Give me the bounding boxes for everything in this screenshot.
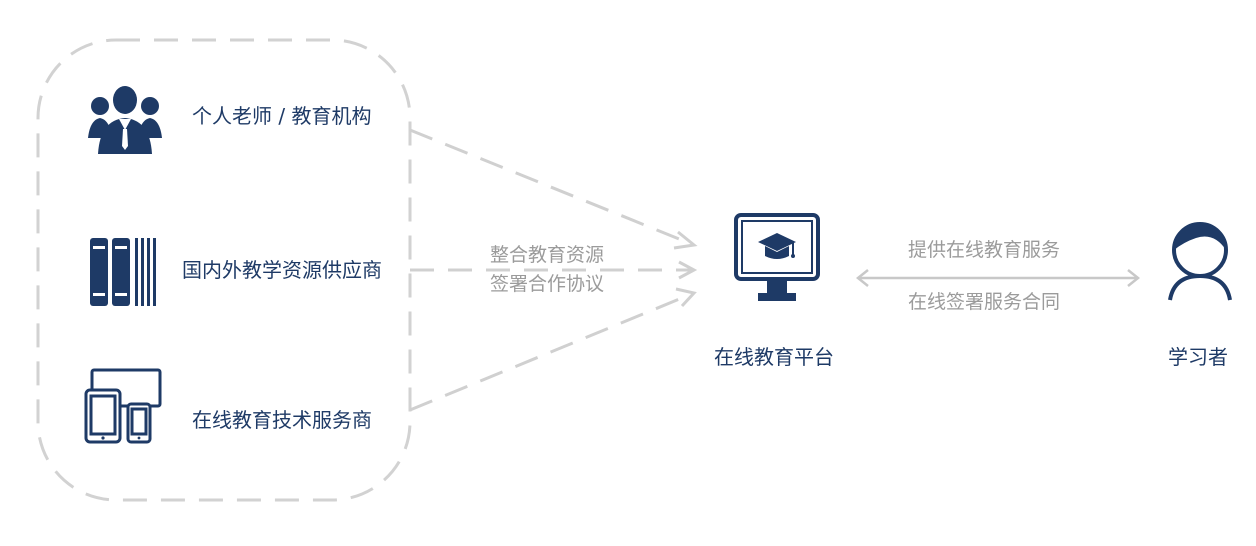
connector-teachers [409,128,695,247]
integration-label-line2: 签署合作协议 [490,273,605,295]
provider-group-boundary [36,38,412,502]
devices-icon [84,368,162,444]
provider-label-teachers: 个人老师 / 教育机构 [192,104,372,128]
provider-label-resources: 国内外教学资源供应商 [182,258,382,282]
service-label-line1: 提供在线教育服务 [908,239,1061,261]
arrowhead-right [1127,269,1141,287]
arrowhead-teachers [673,230,698,250]
monitor-graduation-cap-icon [734,213,820,301]
arrowhead-resources [678,260,698,280]
arrowhead-tech [675,287,697,308]
books-shelf-icon [90,238,156,306]
teachers-group-icon [88,86,162,154]
arrowhead-left [855,269,869,287]
learner-person-icon [1168,222,1232,301]
platform-label: 在线教育平台 [714,345,834,369]
learner-label: 学习者 [1168,345,1228,369]
connector-tech [409,291,695,412]
provider-label-tech: 在线教育技术服务商 [192,408,372,432]
service-label-line2: 在线签署服务合同 [908,291,1061,313]
integration-label-line1: 整合教育资源 [490,244,605,266]
